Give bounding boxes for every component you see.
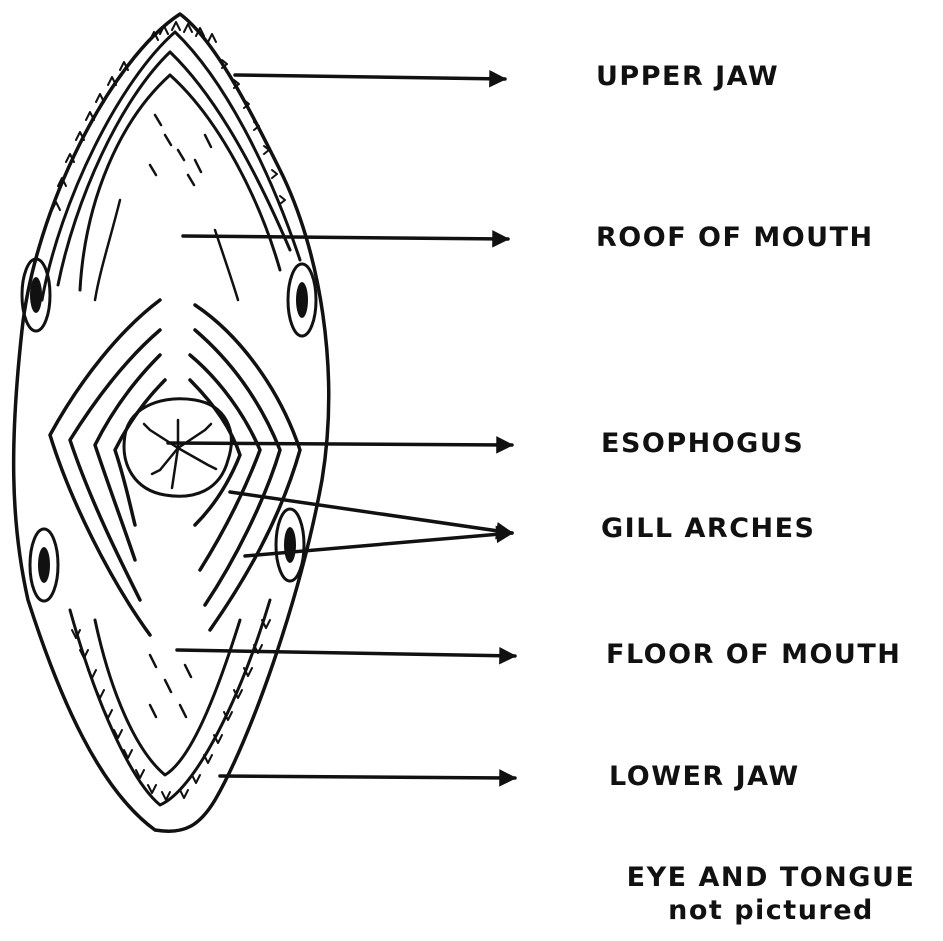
lower-jaw-band [70, 600, 270, 805]
gill-arches-left [50, 300, 165, 635]
right-eye-pupil [296, 282, 308, 318]
left-lower-pupil [38, 547, 50, 583]
right-lower-pupil [284, 527, 296, 563]
footnote-line-2: not pictured [607, 895, 935, 928]
upper-jaw-band-inner [58, 52, 290, 285]
label-floor-of-mouth: FLOOR OF MOUTH [606, 641, 901, 668]
inner-cavity [80, 75, 280, 290]
label-roof-of-mouth: ROOF OF MOUTH [596, 224, 874, 251]
label-gill-arches: GILL ARCHES [601, 515, 816, 542]
esophogus-arrow [168, 443, 512, 445]
roof-of-mouth-arrow [183, 236, 508, 239]
label-upper-jaw: UPPER JAW [596, 63, 779, 90]
upper-jaw-teeth [52, 22, 285, 210]
gill-arches-right [190, 305, 300, 630]
label-lower-jaw: LOWER JAW [609, 763, 800, 790]
left-eye-pupil [30, 277, 42, 313]
lower-jaw-arrow [220, 776, 515, 778]
esophagus-folds [144, 420, 216, 488]
upper-jaw-band-outer [42, 32, 300, 300]
label-esophogus: ESOPHOGUS [601, 430, 804, 457]
footnote: EYE AND TONGUE not pictured [607, 862, 935, 928]
footnote-line-1: EYE AND TONGUE [607, 862, 935, 895]
floor-texture [150, 655, 191, 717]
floor-inner [95, 620, 240, 775]
roof-texture [95, 115, 238, 300]
mouth-outline [14, 14, 329, 831]
upper-jaw-arrow [235, 75, 505, 79]
